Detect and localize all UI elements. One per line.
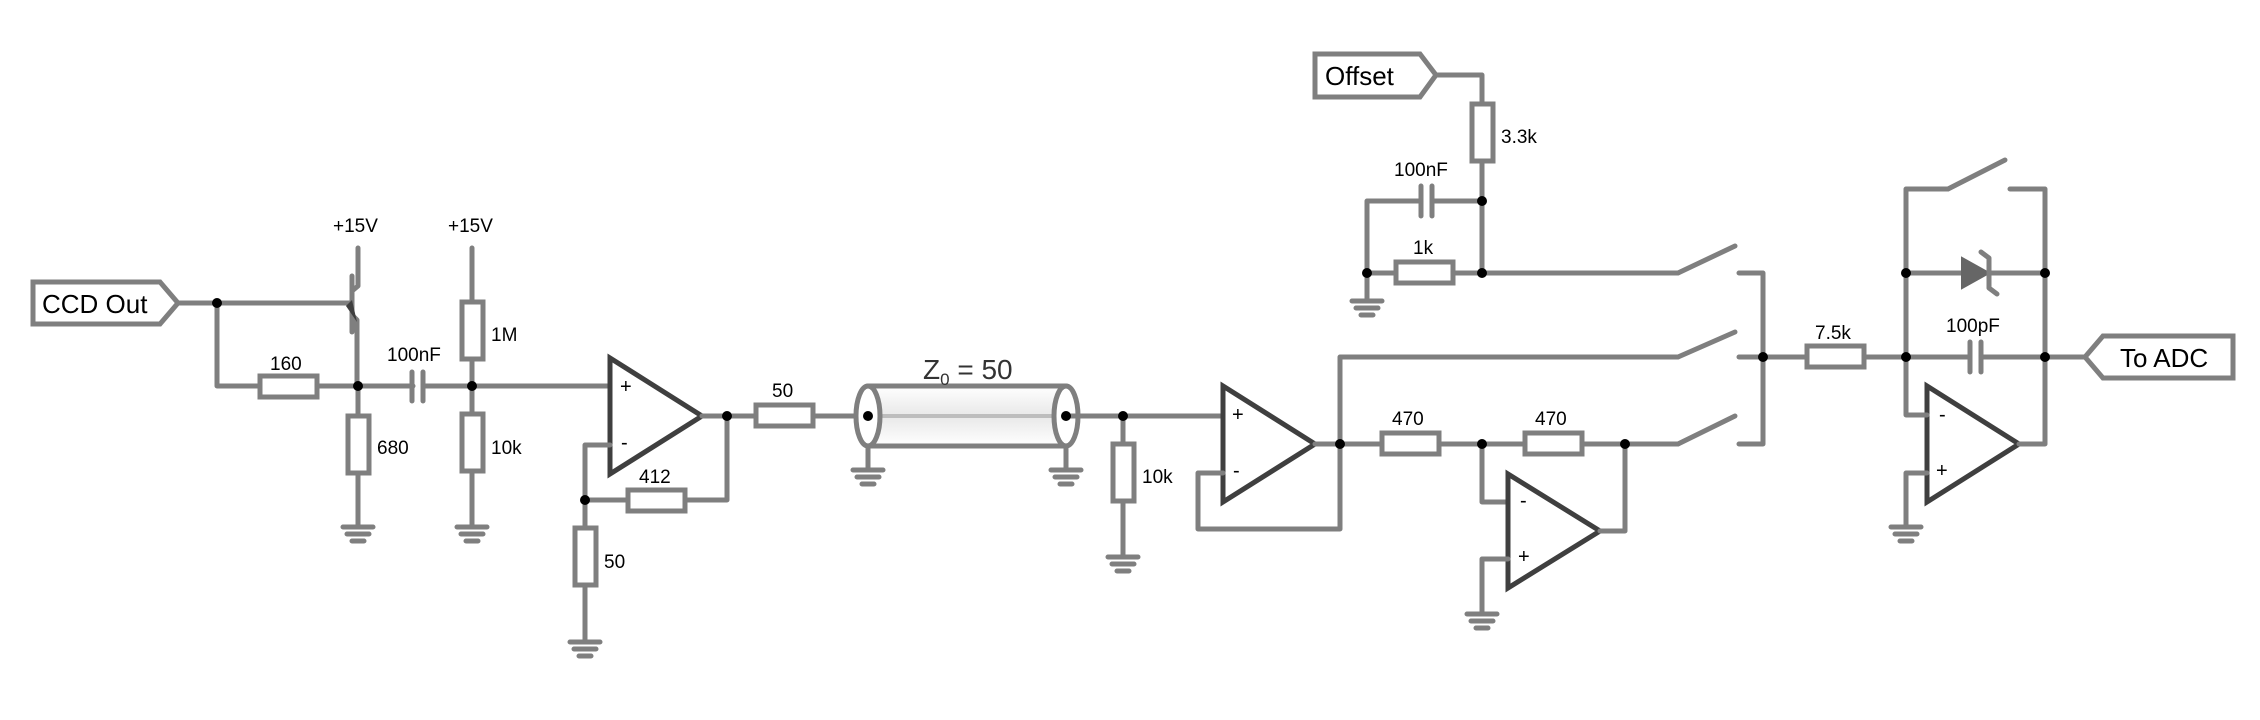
- emitter-arrow-icon: [346, 300, 357, 322]
- cable-impedance-label: Z0 = 50: [923, 354, 1013, 389]
- switch-offset: [1675, 243, 1738, 276]
- switch-reset: [1945, 157, 2008, 192]
- transistor-supply-label: +15V: [333, 216, 378, 237]
- noninverting-amplifier: + - 412 50 50: [567, 353, 871, 659]
- resistor-7-5k: 7.5k: [1804, 323, 1867, 370]
- opamp-1-minus: -: [621, 432, 628, 454]
- resistor-160: 160: [257, 354, 320, 400]
- resistor-412-label: 412: [639, 467, 671, 488]
- switch-inverted: [1675, 413, 1738, 447]
- inverting-amplifier: 470 470 - +: [1379, 409, 1681, 631]
- resistor-10k-bias-label: 10k: [491, 438, 522, 459]
- resistor-50-ground: 50: [572, 525, 625, 588]
- resistor-7-5k-label: 7.5k: [1815, 323, 1851, 344]
- resistor-50-ground-label: 50: [604, 552, 625, 573]
- capacitor-offset: 100nF: [1394, 160, 1448, 219]
- resistor-470-fb-label: 470: [1535, 409, 1567, 430]
- resistor-412: 412: [625, 467, 688, 514]
- opamp-1: [607, 353, 707, 479]
- opamp-integrator-plus: +: [1936, 460, 1948, 482]
- opamp-inverter-plus: +: [1518, 546, 1530, 568]
- resistor-680: 680: [345, 413, 409, 476]
- capacitor-100pf: 100pF: [1946, 316, 2000, 375]
- bias-supply-label: +15V: [448, 216, 493, 237]
- resistor-470-in: 470: [1379, 409, 1442, 457]
- ground-icon: [1888, 524, 1924, 544]
- ground-icon: [454, 524, 490, 544]
- offset-label: Offset: [1325, 61, 1395, 91]
- capacitor-offset-label: 100nF: [1394, 160, 1448, 181]
- ccd-out-label: CCD Out: [42, 289, 148, 319]
- resistor-1m: 1M: [459, 299, 517, 362]
- receiver-buffer: 10k + -: [1063, 354, 1681, 574]
- ground-icon: [850, 467, 886, 487]
- resistor-680-label: 680: [377, 438, 409, 459]
- capacitor-100pf-label: 100pF: [1946, 316, 2000, 337]
- offset-network: Offset 3.3k 100nF 1k: [1312, 51, 1681, 318]
- ground-icon: [1105, 554, 1141, 574]
- resistor-470-fb: 470: [1522, 409, 1585, 457]
- input-stage: CCD Out 160 +15V 680 1: [30, 216, 613, 544]
- ground-icon: [1464, 611, 1500, 631]
- resistor-10k-termination: 10k: [1110, 441, 1173, 504]
- resistor-10k-bias: 10k: [459, 411, 522, 474]
- resistor-10k-termination-label: 10k: [1142, 467, 1173, 488]
- input-switches: [1675, 243, 1810, 447]
- opamp-integrator: [1924, 381, 2024, 507]
- opamp-buffer: [1220, 381, 1320, 507]
- to-adc-label: To ADC: [2120, 343, 2208, 373]
- ground-icon: [1048, 467, 1084, 487]
- opamp-1-plus: +: [620, 376, 632, 398]
- resistor-1k: 1k: [1393, 238, 1456, 286]
- resistor-50-series-label: 50: [772, 381, 793, 402]
- diode-icon: [1961, 249, 2000, 297]
- resistor-50-series: 50: [753, 381, 816, 429]
- resistor-160-label: 160: [270, 354, 302, 375]
- opamp-buffer-plus: +: [1232, 404, 1244, 426]
- ground-icon: [340, 524, 376, 544]
- opamp-integrator-minus: -: [1939, 404, 1946, 426]
- capacitor-100nf: 100nF: [387, 345, 441, 404]
- offset-port: Offset: [1312, 51, 1440, 100]
- ground-icon: [567, 639, 603, 659]
- resistor-470-in-label: 470: [1392, 409, 1424, 430]
- opamp-inverter: [1505, 469, 1605, 593]
- capacitor-100nf-label: 100nF: [387, 345, 441, 366]
- resistor-1k-label: 1k: [1413, 238, 1434, 259]
- opamp-buffer-minus: -: [1233, 460, 1240, 482]
- resistor-3-3k-label: 3.3k: [1501, 127, 1537, 148]
- npn-transistor: +15V: [333, 216, 378, 389]
- ground-icon: [1349, 298, 1385, 318]
- resistor-3-3k: 3.3k: [1469, 101, 1537, 164]
- coaxial-cable: Z0 = 50: [850, 354, 1084, 487]
- resistor-1m-label: 1M: [491, 325, 517, 346]
- ccd-out-port: CCD Out: [30, 279, 182, 327]
- to-adc-port: To ADC: [2081, 333, 2236, 381]
- junction-dots: [212, 196, 2050, 505]
- switch-direct: [1675, 329, 1738, 360]
- integrator: 7.5k 100pF - + To ADC: [1804, 157, 2236, 544]
- opamp-inverter-minus: -: [1520, 490, 1527, 512]
